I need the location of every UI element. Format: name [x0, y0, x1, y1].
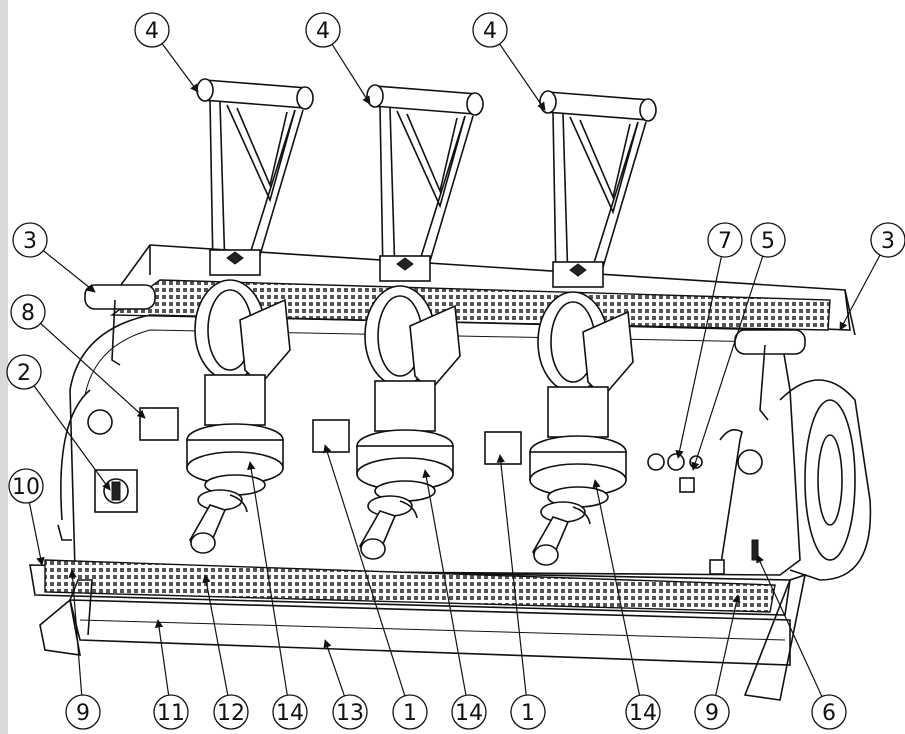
callout-bottom-1a: 1 — [392, 694, 428, 730]
leader-line — [715, 594, 741, 696]
callout-bottom-1b: 1 — [510, 694, 546, 730]
callout-bottom-14a: 14 — [272, 694, 308, 730]
callout-label: 14 — [455, 701, 483, 726]
callout-label: 7 — [718, 229, 732, 254]
front-controls — [87, 407, 763, 561]
machine-body — [29, 244, 872, 701]
callout-label: 13 — [336, 701, 364, 726]
callout-right-5: 5 — [750, 222, 786, 258]
callout-bottom-14b: 14 — [451, 694, 487, 730]
callout-circle — [213, 694, 249, 730]
callout-label: 1 — [521, 701, 535, 726]
callout-circle — [8, 468, 44, 504]
leader-line — [28, 502, 45, 566]
callout-circle — [707, 222, 743, 258]
callout-circle — [134, 12, 170, 48]
callout-top-4a: 4 — [134, 12, 170, 48]
leader-line — [756, 554, 823, 697]
callout-top-4b: 4 — [305, 12, 341, 48]
callout-circle — [65, 694, 101, 730]
callout-right-7: 7 — [707, 222, 743, 258]
leader-line — [499, 43, 546, 111]
callout-left-10: 10 — [8, 468, 44, 504]
callout-bottom-9b: 9 — [694, 694, 730, 730]
callout-circle — [625, 694, 661, 730]
leader-line — [496, 454, 527, 696]
leader-line — [161, 43, 199, 93]
group-heads — [186, 78, 657, 566]
callout-label: 11 — [157, 701, 185, 726]
callout-circle — [451, 694, 487, 730]
leader-line — [202, 574, 229, 696]
leader-line — [422, 469, 467, 696]
leader-line — [68, 569, 83, 696]
leader-line — [331, 44, 371, 105]
leader-lines — [28, 43, 881, 697]
callout-circle — [12, 222, 48, 258]
callout-label: 12 — [217, 701, 245, 726]
callout-label: 4 — [316, 19, 330, 44]
callout-label: 9 — [76, 701, 90, 726]
callout-label: 10 — [12, 475, 40, 500]
callout-bottom-9a: 9 — [65, 694, 101, 730]
callout-bottom-12: 12 — [213, 694, 249, 730]
callout-circle — [870, 222, 905, 258]
callout-label: 4 — [483, 19, 497, 44]
callout-left-3: 3 — [12, 222, 48, 258]
callout-bottom-13: 13 — [332, 694, 368, 730]
callout-label: 2 — [17, 361, 31, 386]
callout-label: 4 — [145, 19, 159, 44]
callout-label: 14 — [276, 701, 304, 726]
callout-circle — [153, 694, 189, 730]
callout-bottom-6: 6 — [811, 694, 847, 730]
callout-label: 14 — [629, 701, 657, 726]
group-head-unit — [186, 78, 314, 554]
callout-top-4c: 4 — [472, 12, 508, 48]
callout-circle — [510, 694, 546, 730]
callout-left-2: 2 — [6, 354, 42, 390]
callout-label: 6 — [822, 701, 836, 726]
leader-line — [839, 254, 881, 331]
leader-line — [323, 444, 406, 696]
leader-line — [42, 250, 96, 293]
callout-circle — [6, 354, 42, 390]
callout-circle — [811, 694, 847, 730]
callout-circle — [472, 12, 508, 48]
callout-circle — [305, 12, 341, 48]
leader-line — [247, 461, 288, 696]
callout-circle — [10, 294, 46, 330]
callout-circle — [272, 694, 308, 730]
leader-line — [691, 255, 764, 471]
callout-right-3: 3 — [870, 222, 905, 258]
callout-circle — [392, 694, 428, 730]
left-margin-strip — [0, 0, 8, 734]
leader-line — [154, 619, 170, 696]
callout-label: 8 — [21, 301, 35, 326]
callout-circle — [750, 222, 786, 258]
leader-line — [675, 256, 723, 459]
group-head-unit — [356, 84, 484, 560]
callout-label: 5 — [761, 229, 775, 254]
group-head-unit — [529, 90, 657, 566]
callout-label: 3 — [23, 229, 37, 254]
callout-layer: 4 4 4 3 8 2 10 7 5 3 9 11 12 14 13 1 14 1 14 9 6 — [6, 12, 905, 730]
leader-line — [33, 385, 111, 491]
leader-line — [592, 479, 641, 696]
callout-circle — [332, 694, 368, 730]
callout-label: 1 — [403, 701, 417, 726]
callout-bottom-14c: 14 — [625, 694, 661, 730]
callout-circle — [694, 694, 730, 730]
leader-line — [40, 322, 146, 419]
steam-wands — [84, 284, 806, 575]
callout-label: 9 — [705, 701, 719, 726]
leader-line — [323, 639, 345, 697]
callout-bottom-11: 11 — [153, 694, 189, 730]
callout-label: 3 — [881, 229, 895, 254]
callout-left-8: 8 — [10, 294, 46, 330]
